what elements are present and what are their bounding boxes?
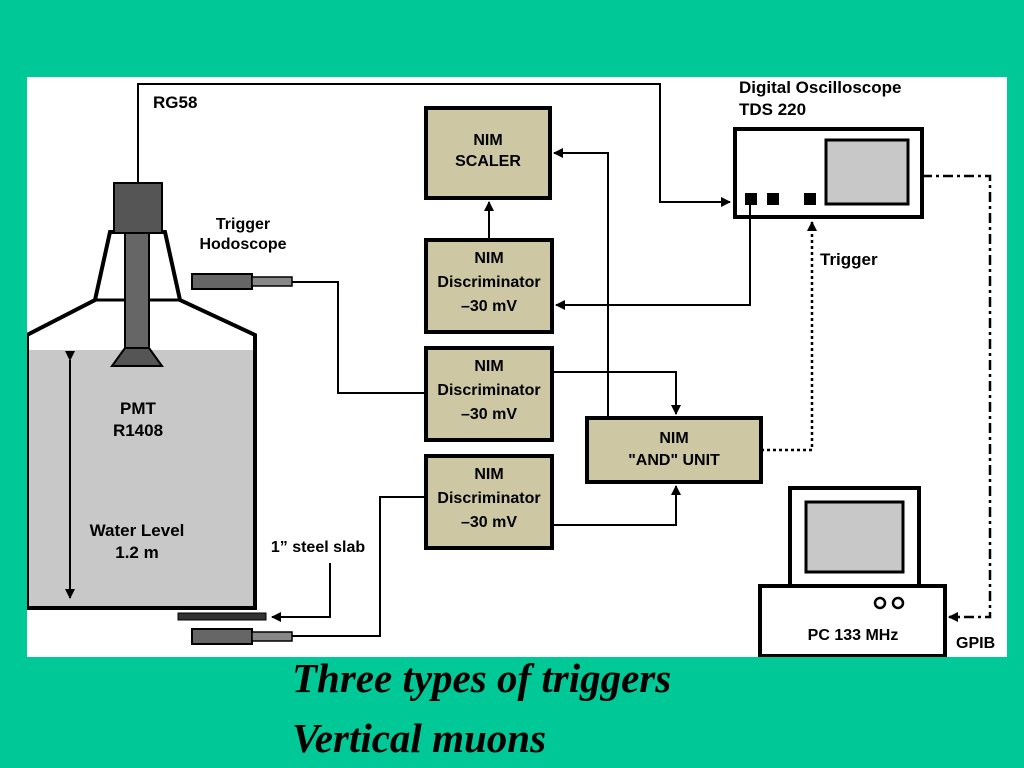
- wire-and-to-trigger: [761, 221, 817, 452]
- rg58-cable: [137, 83, 731, 207]
- pmt-icon: [110, 182, 164, 367]
- hodoscope-label-1: Trigger: [216, 216, 270, 233]
- oscilloscope: [733, 127, 924, 219]
- scaler-text-2: SCALER: [455, 153, 521, 170]
- disc1-text-2: Discriminator: [437, 274, 540, 291]
- disc2-text-2: Discriminator: [437, 382, 540, 399]
- disc3-text-2: Discriminator: [437, 490, 540, 507]
- and-text-2: "AND" UNIT: [628, 452, 720, 469]
- wire-hodoscope-to-disc2: [292, 281, 426, 394]
- and-text-1: NIM: [659, 430, 688, 447]
- gpib-label: GPIB: [956, 635, 995, 652]
- nim-and-unit-box: [585, 416, 763, 484]
- pc-label: PC 133 MHz: [808, 627, 899, 644]
- oscilloscope-label-1: Digital Oscilloscope: [739, 78, 902, 97]
- disc1-text-1: NIM: [474, 250, 503, 267]
- disc2-text-1: NIM: [474, 358, 503, 375]
- caption-line-1: Three types of triggers: [292, 655, 672, 701]
- wire-scope-to-disc1: [555, 205, 751, 310]
- pmt-label: PMT: [120, 399, 157, 418]
- disc2-text-3: –30 mV: [461, 406, 517, 423]
- wire-gpib: [922, 174, 992, 622]
- hodoscope-label-2: Hodoscope: [199, 236, 286, 253]
- water-level-label: Water Level: [90, 521, 185, 540]
- rg58-label: RG58: [153, 93, 197, 112]
- caption-line-2: Vertical muons: [292, 715, 547, 761]
- disc1-text-3: –30 mV: [461, 298, 517, 315]
- slab-pointer: [271, 563, 331, 622]
- trigger-label: Trigger: [820, 250, 878, 269]
- disc3-text-3: –30 mV: [461, 514, 517, 531]
- wire-bottom-paddle-to-disc3: [292, 496, 426, 637]
- wire-disc3-to-and: [552, 485, 681, 526]
- wire-and-to-scaler: [553, 148, 609, 418]
- wire-disc2-to-and: [552, 371, 681, 415]
- steel-slab: [177, 612, 267, 621]
- scaler-text-1: NIM: [473, 132, 502, 149]
- nim-scaler-box: [424, 106, 552, 200]
- hodoscope-paddle-top: [191, 273, 293, 290]
- diagram-panel: RG58 Digital Oscilloscope TDS 220 Trigge…: [27, 77, 1007, 657]
- tank-water: [27, 350, 255, 608]
- pmt-model-label: R1408: [113, 421, 163, 440]
- tank-outline: [27, 230, 257, 610]
- nim-discriminator-3-box: [424, 454, 554, 550]
- disc3-text-1: NIM: [474, 466, 503, 483]
- water-level-value: 1.2 m: [115, 543, 158, 562]
- oscilloscope-label-2: TDS 220: [739, 100, 806, 119]
- hodoscope-paddle-bottom: [191, 628, 293, 645]
- experiment-diagram: RG58 Digital Oscilloscope TDS 220 Trigge…: [27, 78, 995, 657]
- slab-label: 1” steel slab: [271, 539, 366, 556]
- pc-computer: [758, 486, 947, 657]
